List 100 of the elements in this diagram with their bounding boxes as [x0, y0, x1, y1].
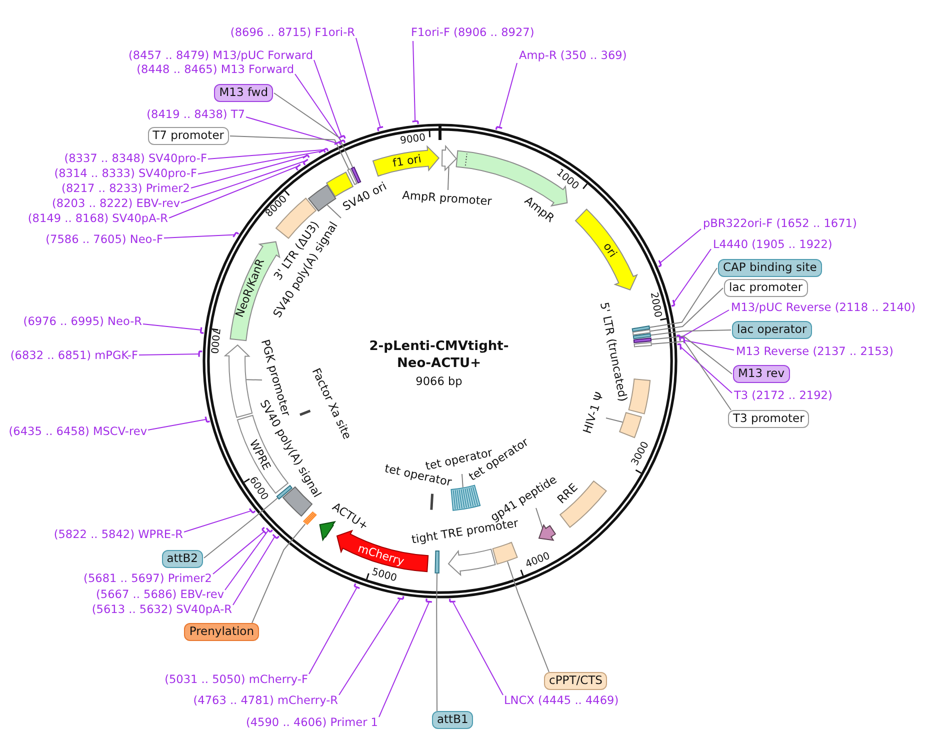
feature-tag: CAP binding site	[718, 259, 822, 277]
primer-label: M13 Reverse (2137 .. 2153)	[736, 344, 894, 360]
leader-line	[338, 598, 401, 696]
primer-label: pBR322ori-F (1652 .. 1671)	[703, 216, 857, 232]
feature-tag: T3 promoter	[728, 410, 810, 428]
primer-site-mark	[260, 526, 268, 535]
directional-feature	[447, 547, 497, 577]
feature-tag: attB1	[432, 711, 474, 729]
primer-site-mark	[199, 326, 205, 335]
leader-line	[378, 601, 430, 718]
leader-line	[198, 150, 322, 174]
leader-line	[252, 524, 306, 624]
primer-label: L4440 (1905 .. 1922)	[713, 237, 832, 253]
feature-tag: attB2	[162, 550, 203, 568]
directional-feature: ori	[573, 207, 639, 292]
primer-label: (8217 .. 8233) Primer2	[62, 181, 190, 197]
primer-site-mark	[301, 153, 311, 160]
directional-feature	[537, 523, 557, 542]
feature-mark	[298, 409, 312, 417]
primer-label: F1ori-F (8906 .. 8927)	[411, 25, 534, 41]
primer-label: M13/pUC Reverse (2118 .. 2140)	[731, 300, 916, 316]
primer-label: (4590 .. 4606) Primer 1	[246, 715, 378, 731]
primer-site-mark	[657, 259, 663, 268]
primer-label: (8448 .. 8465) M13 Forward	[136, 62, 294, 78]
leader-line	[138, 354, 200, 356]
leader-line	[436, 573, 438, 712]
feature-label: SV40 ori	[340, 180, 390, 214]
primer-label: (4763 .. 4781) mCherry-R	[193, 693, 338, 709]
feature-tag: M13 fwd	[214, 84, 273, 102]
leader-line	[184, 510, 252, 532]
feature-mark	[302, 510, 318, 526]
primer-site-mark	[679, 336, 686, 345]
primer-site-mark	[197, 350, 204, 358]
primer-site-mark	[204, 415, 211, 424]
leader-line	[230, 136, 350, 170]
primer-site-mark	[675, 334, 682, 342]
leader-line	[650, 288, 724, 332]
leader-line	[326, 204, 342, 218]
feature-tag: cPPT/CTS	[544, 672, 608, 690]
leader-line	[649, 268, 718, 328]
leader-line	[208, 149, 325, 160]
feature-mark	[631, 324, 651, 333]
position-label: 2000	[646, 291, 664, 319]
leader-line	[507, 561, 550, 672]
leader-line	[168, 166, 299, 218]
leader-line	[650, 336, 732, 374]
leader-line	[274, 92, 354, 168]
feature-mark	[346, 167, 359, 186]
primer-site-mark	[320, 147, 330, 153]
primer-site-mark	[265, 527, 274, 534]
primer-site-mark	[670, 298, 676, 308]
primer-label: (6976 .. 6995) Neo-R	[23, 314, 142, 330]
leader-line	[680, 346, 732, 394]
feature-box	[558, 479, 608, 529]
leader-line	[190, 156, 306, 188]
primer-label: (8419 .. 8438) T7	[146, 107, 245, 123]
feature-box	[491, 540, 519, 566]
directional-feature	[440, 144, 458, 172]
leader-line	[314, 60, 342, 138]
feature-tag: M13 rev	[733, 365, 790, 383]
primer-label: (5681 .. 5697) Primer2	[84, 571, 212, 587]
directional-feature: f1 ori	[371, 144, 441, 178]
position-label: 7000	[206, 328, 222, 354]
feature-mark	[631, 328, 652, 337]
primer-label: (5031 .. 5050) mCherry-F	[164, 672, 308, 688]
primer-label: (8337 .. 8348) SV40pro-F	[64, 151, 207, 167]
leader-line	[164, 234, 236, 238]
primer-label: (8457 .. 8479) M13/pUC Forward	[128, 48, 313, 64]
primer-site-mark	[302, 158, 310, 167]
leader-line	[536, 508, 544, 530]
leader-line	[448, 166, 450, 190]
primer-site-mark	[353, 582, 361, 590]
leader-line	[308, 586, 358, 674]
leader-line	[684, 340, 734, 350]
leader-line	[180, 160, 306, 204]
primer-label: (7586 .. 7605) Neo-F	[46, 232, 163, 248]
primer-label: (8149 .. 8168) SV40pA-R	[28, 211, 168, 227]
plasmid-size-label: 9066 bp	[416, 375, 462, 389]
primer-label: (8314 .. 8333) SV40pro-F	[54, 166, 197, 182]
primer-label: (5613 .. 5632) SV40pA-R	[92, 602, 232, 618]
position-label: 4000	[524, 550, 552, 572]
leader-line	[294, 74, 342, 142]
feature-mark	[632, 332, 652, 340]
feature-label: HIV-1 Ψ	[580, 390, 608, 436]
primer-site-mark	[248, 507, 257, 515]
leader-line	[673, 248, 712, 304]
leader-line	[148, 418, 207, 430]
primer-site-mark	[396, 594, 405, 601]
primer-label: Amp-R (350 .. 369)	[519, 48, 627, 64]
feature-tag: lac operator	[732, 321, 812, 339]
plasmid-name: 2-pLenti-CMVtight-Neo-ACTU+	[368, 338, 510, 372]
primer-label: T3 (2172 .. 2192)	[734, 388, 832, 404]
primer-site-mark	[411, 119, 420, 126]
feature-mark	[350, 165, 362, 185]
feature-label: AmpR promoter	[402, 188, 492, 210]
leader-line	[232, 536, 276, 606]
primer-label: (8696 .. 8715) F1ori-R	[230, 25, 355, 41]
primer-site-mark	[271, 533, 281, 540]
primer-site-mark	[333, 140, 342, 146]
leader-line	[679, 310, 730, 339]
